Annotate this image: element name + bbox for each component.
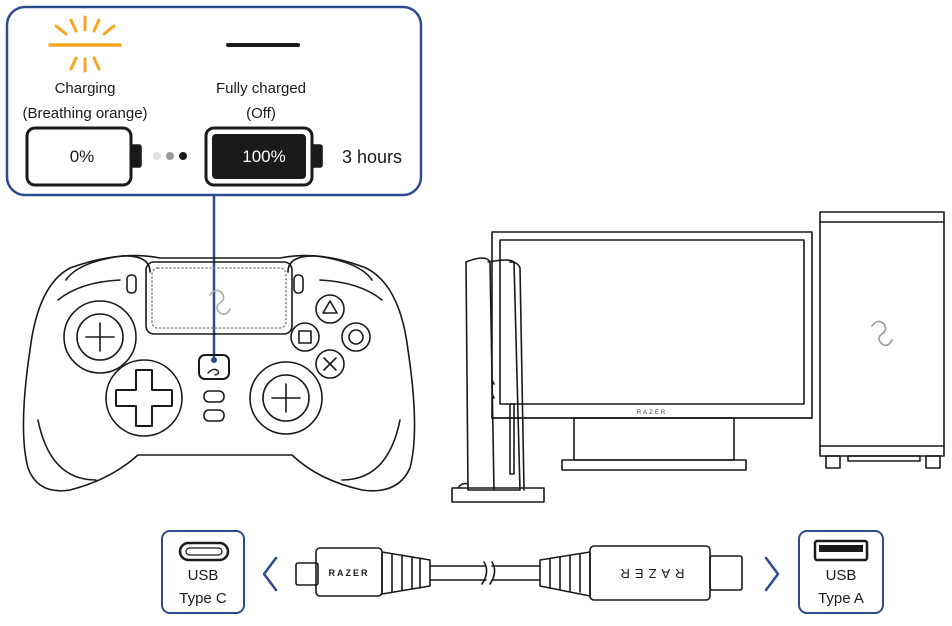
monitor-brand-text: RAZER	[637, 410, 667, 416]
usb-type-c-label: USB	[187, 567, 219, 584]
ps-button	[198, 354, 230, 380]
usb-a-port-icon	[813, 539, 869, 562]
breathing-led-icon	[48, 15, 122, 73]
usb-type-a-box	[798, 530, 884, 614]
usb-type-c-box	[161, 530, 245, 614]
battery-full-icon	[204, 126, 323, 187]
progress-dots	[153, 152, 187, 160]
battery-full-percent: 100%	[242, 147, 286, 166]
battery-empty-percent: 0%	[69, 147, 95, 166]
usb-type-a-sublabel: Type A	[818, 590, 864, 607]
charge-duration: 3 hours	[341, 147, 403, 167]
battery-empty-icon	[25, 126, 142, 187]
left-plug-brand-text: RAZER	[329, 568, 370, 578]
controller-illustration	[22, 254, 416, 492]
usb-type-c-sublabel: Type C	[179, 590, 227, 607]
fully-charged-desc: (Off)	[246, 105, 276, 122]
fully-charged-label: Fully charged	[215, 80, 307, 97]
right-plug-brand-text: RAZER	[615, 566, 684, 581]
usb-type-a-label: USB	[825, 567, 857, 584]
chevron-left-icon	[262, 556, 278, 592]
usb-cable-illustration	[295, 545, 743, 601]
charging-desc: (Breathing orange)	[22, 105, 148, 122]
charging-label: Charging	[54, 80, 116, 97]
console-illustration	[451, 257, 545, 503]
chevron-right-icon	[764, 556, 780, 592]
usb-c-port-icon	[178, 541, 230, 562]
monitor-illustration	[491, 231, 813, 471]
pc-tower-illustration	[819, 211, 945, 469]
